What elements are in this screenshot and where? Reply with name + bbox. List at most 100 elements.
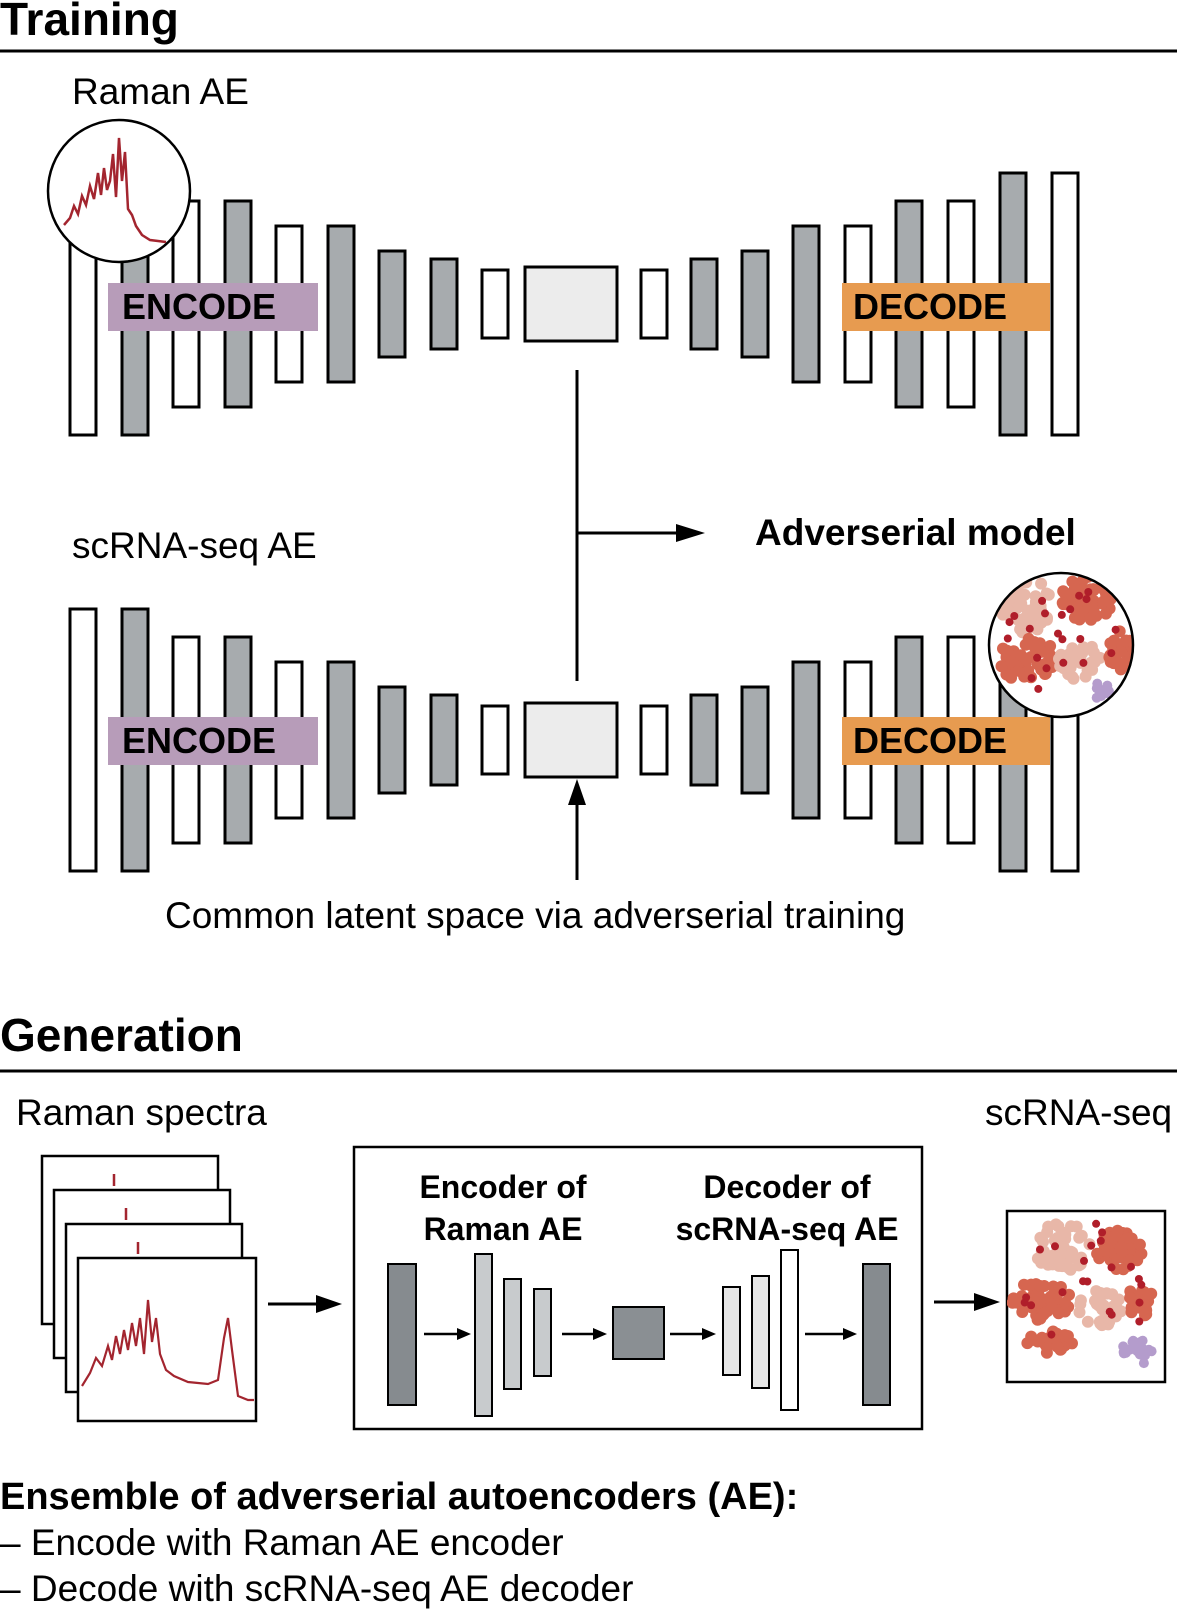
- cluster-dot: [1064, 1249, 1077, 1262]
- cluster-dot: [1092, 1219, 1101, 1228]
- cluster-dot: [1025, 624, 1034, 633]
- cluster-dot: [1040, 587, 1053, 600]
- cluster-dot: [1092, 678, 1103, 689]
- cluster-dot: [1042, 654, 1055, 666]
- encoder-caption-line1: Encoder of: [419, 1169, 587, 1205]
- cluster-dot: [1022, 1293, 1031, 1302]
- cluster-dot: [1133, 1238, 1146, 1251]
- raman-ae-layer-9: [480, 268, 510, 340]
- cluster-dot: [1022, 632, 1035, 645]
- encoder-layer-3: [503, 1278, 522, 1390]
- cluster-dot: [1053, 1250, 1066, 1263]
- raman-ae-layer-14: [791, 224, 821, 384]
- cluster-dot: [1137, 1335, 1148, 1346]
- cluster-dot: [1021, 1337, 1034, 1350]
- cluster-dot: [1137, 1280, 1146, 1289]
- cluster-dot: [1018, 1278, 1030, 1291]
- cluster-dot: [1027, 674, 1036, 683]
- cluster-dot: [1005, 671, 1018, 684]
- cluster-dot: [1066, 605, 1075, 614]
- decoder-caption: Decoder of scRNA-seq AE: [660, 1166, 914, 1250]
- cluster-dot: [1084, 612, 1097, 625]
- cluster-dot: [1031, 1252, 1044, 1265]
- cluster-dot: [1075, 591, 1084, 600]
- cluster-dot: [1127, 1262, 1135, 1271]
- scrna-seq-label: scRNA-seq: [985, 1092, 1173, 1133]
- cluster-dot: [1096, 1303, 1109, 1316]
- cluster-dot: [1114, 661, 1127, 673]
- cluster-dot: [1072, 604, 1085, 617]
- summary-line-2: – Decode with scRNA-seq AE decoder: [0, 1568, 634, 1609]
- spectrum-line-front: [81, 1299, 254, 1402]
- encoder-layer-4: [533, 1288, 552, 1377]
- cluster-dot: [1009, 1296, 1022, 1309]
- cluster-dot: [1115, 1241, 1127, 1253]
- raman-ae-layer-12: [689, 257, 719, 351]
- generation-title: Generation: [0, 1009, 243, 1061]
- cluster-dot: [1010, 612, 1019, 620]
- encode-tag-bg-top: [108, 283, 318, 331]
- cluster-dot: [1091, 1247, 1104, 1260]
- cluster-dot: [1016, 1306, 1029, 1318]
- cluster-dot: [1128, 1335, 1139, 1346]
- cluster-dot: [1036, 1245, 1044, 1254]
- decode-tag-top: DECODE: [853, 286, 1008, 327]
- cluster-dot: [1111, 625, 1120, 634]
- scrna-ae-latent-layer: [523, 701, 619, 779]
- cluster-dot: [1064, 661, 1077, 674]
- cluster-dot: [1107, 649, 1116, 658]
- cluster-dot: [1105, 1237, 1118, 1249]
- scrna-ae-layer-14: [791, 660, 821, 820]
- decoder-caption-line1: Decoder of: [703, 1169, 871, 1205]
- encoder-caption-line2: Raman AE: [423, 1211, 583, 1247]
- cluster-dot: [1079, 1277, 1087, 1286]
- cluster-dot: [1044, 1250, 1057, 1263]
- scrna-cluster-inset: [987, 571, 1135, 719]
- arrow-to-adversarial: [676, 524, 705, 542]
- cluster-dot: [1081, 1315, 1094, 1328]
- cluster-dot: [1072, 645, 1084, 658]
- scrna-ae-layer-7: [377, 685, 407, 795]
- raman-spectra-stack: [40, 1154, 258, 1423]
- raman-ae-layer-8: [429, 257, 459, 351]
- cluster-dot: [1087, 1241, 1096, 1250]
- cluster-dot: [1056, 596, 1069, 609]
- cluster-dot: [1051, 1242, 1059, 1251]
- encoder-layer-1: [387, 1263, 417, 1406]
- decode-tag-bottom: DECODE: [853, 720, 1008, 761]
- decode-tag-bg-top: [842, 283, 1050, 331]
- cluster-dot: [1124, 1291, 1137, 1304]
- cluster-dot: [1138, 1358, 1149, 1369]
- cluster-dot: [1084, 588, 1093, 596]
- generation-arrows: [268, 1293, 1000, 1313]
- summary-heading: Ensemble of adverserial autoencoders (AE…: [0, 1476, 799, 1518]
- raman-ae-layer-19: [1050, 171, 1080, 437]
- raman-ae-label: Raman AE: [72, 71, 249, 112]
- cluster-dot: [1034, 1280, 1047, 1292]
- cluster-dot: [1033, 653, 1042, 662]
- cluster-dot: [1058, 1329, 1071, 1342]
- cluster-dot: [1052, 1307, 1065, 1320]
- cluster-dot: [1015, 597, 1028, 610]
- cluster-dot: [1034, 684, 1043, 693]
- scrna-ae-layer-11: [639, 704, 669, 776]
- cluster-dot: [1058, 1288, 1067, 1297]
- raman-ae-latent-layer: [523, 265, 619, 343]
- decoder-layer-4: [862, 1263, 891, 1406]
- arrow-spectra-to-model: [316, 1295, 342, 1313]
- decoder-layer-3: [780, 1249, 799, 1411]
- cluster-dot: [1035, 577, 1048, 590]
- cluster-dot: [1034, 1312, 1047, 1325]
- spectrum-card-front: [76, 1256, 258, 1423]
- encode-tag-top: ENCODE: [122, 286, 277, 327]
- cluster-dot: [1037, 1235, 1049, 1248]
- training-title: Training: [0, 0, 179, 45]
- decode-tag-bg-bottom: [842, 717, 1050, 765]
- raman-ae-layer-11: [639, 268, 669, 340]
- cluster-dot: [1029, 600, 1042, 613]
- cluster-dot: [1107, 1263, 1116, 1272]
- cluster-dot: [1082, 595, 1091, 604]
- cluster-dot: [1135, 1298, 1144, 1307]
- cluster-dot: [1040, 1346, 1053, 1359]
- raman-spectrum-inset: [46, 118, 192, 264]
